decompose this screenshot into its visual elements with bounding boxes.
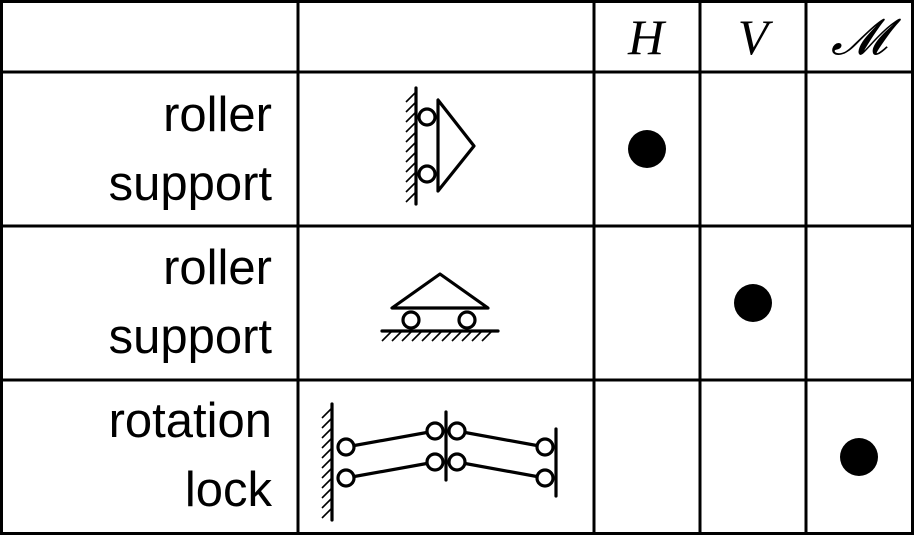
constraint-marks [628, 130, 878, 476]
header-v: V [738, 9, 774, 65]
row-1-label-line1: roller [163, 88, 272, 142]
rotation-lock-linkage-icon [321, 402, 558, 522]
row-labels: roller support roller support rotation l… [109, 88, 273, 517]
row-3-label-line1: rotation [109, 394, 272, 448]
constraint-dot-row-2-v [734, 284, 772, 322]
row-2-label-line1: roller [163, 241, 272, 295]
header-m: 𝓜 [831, 9, 902, 65]
constraint-dot-row-1-h [628, 130, 666, 168]
header-h: H [627, 9, 667, 65]
row-2-label-line2: support [109, 310, 273, 364]
row-1-label-line2: support [109, 157, 273, 211]
row-3-label-line2: lock [185, 463, 273, 517]
table-header: H V 𝓜 [627, 9, 902, 65]
constraint-dot-row-3-m [840, 438, 878, 476]
vertical-roller-support-icon [405, 86, 476, 206]
horizontal-roller-support-icon [380, 272, 500, 342]
